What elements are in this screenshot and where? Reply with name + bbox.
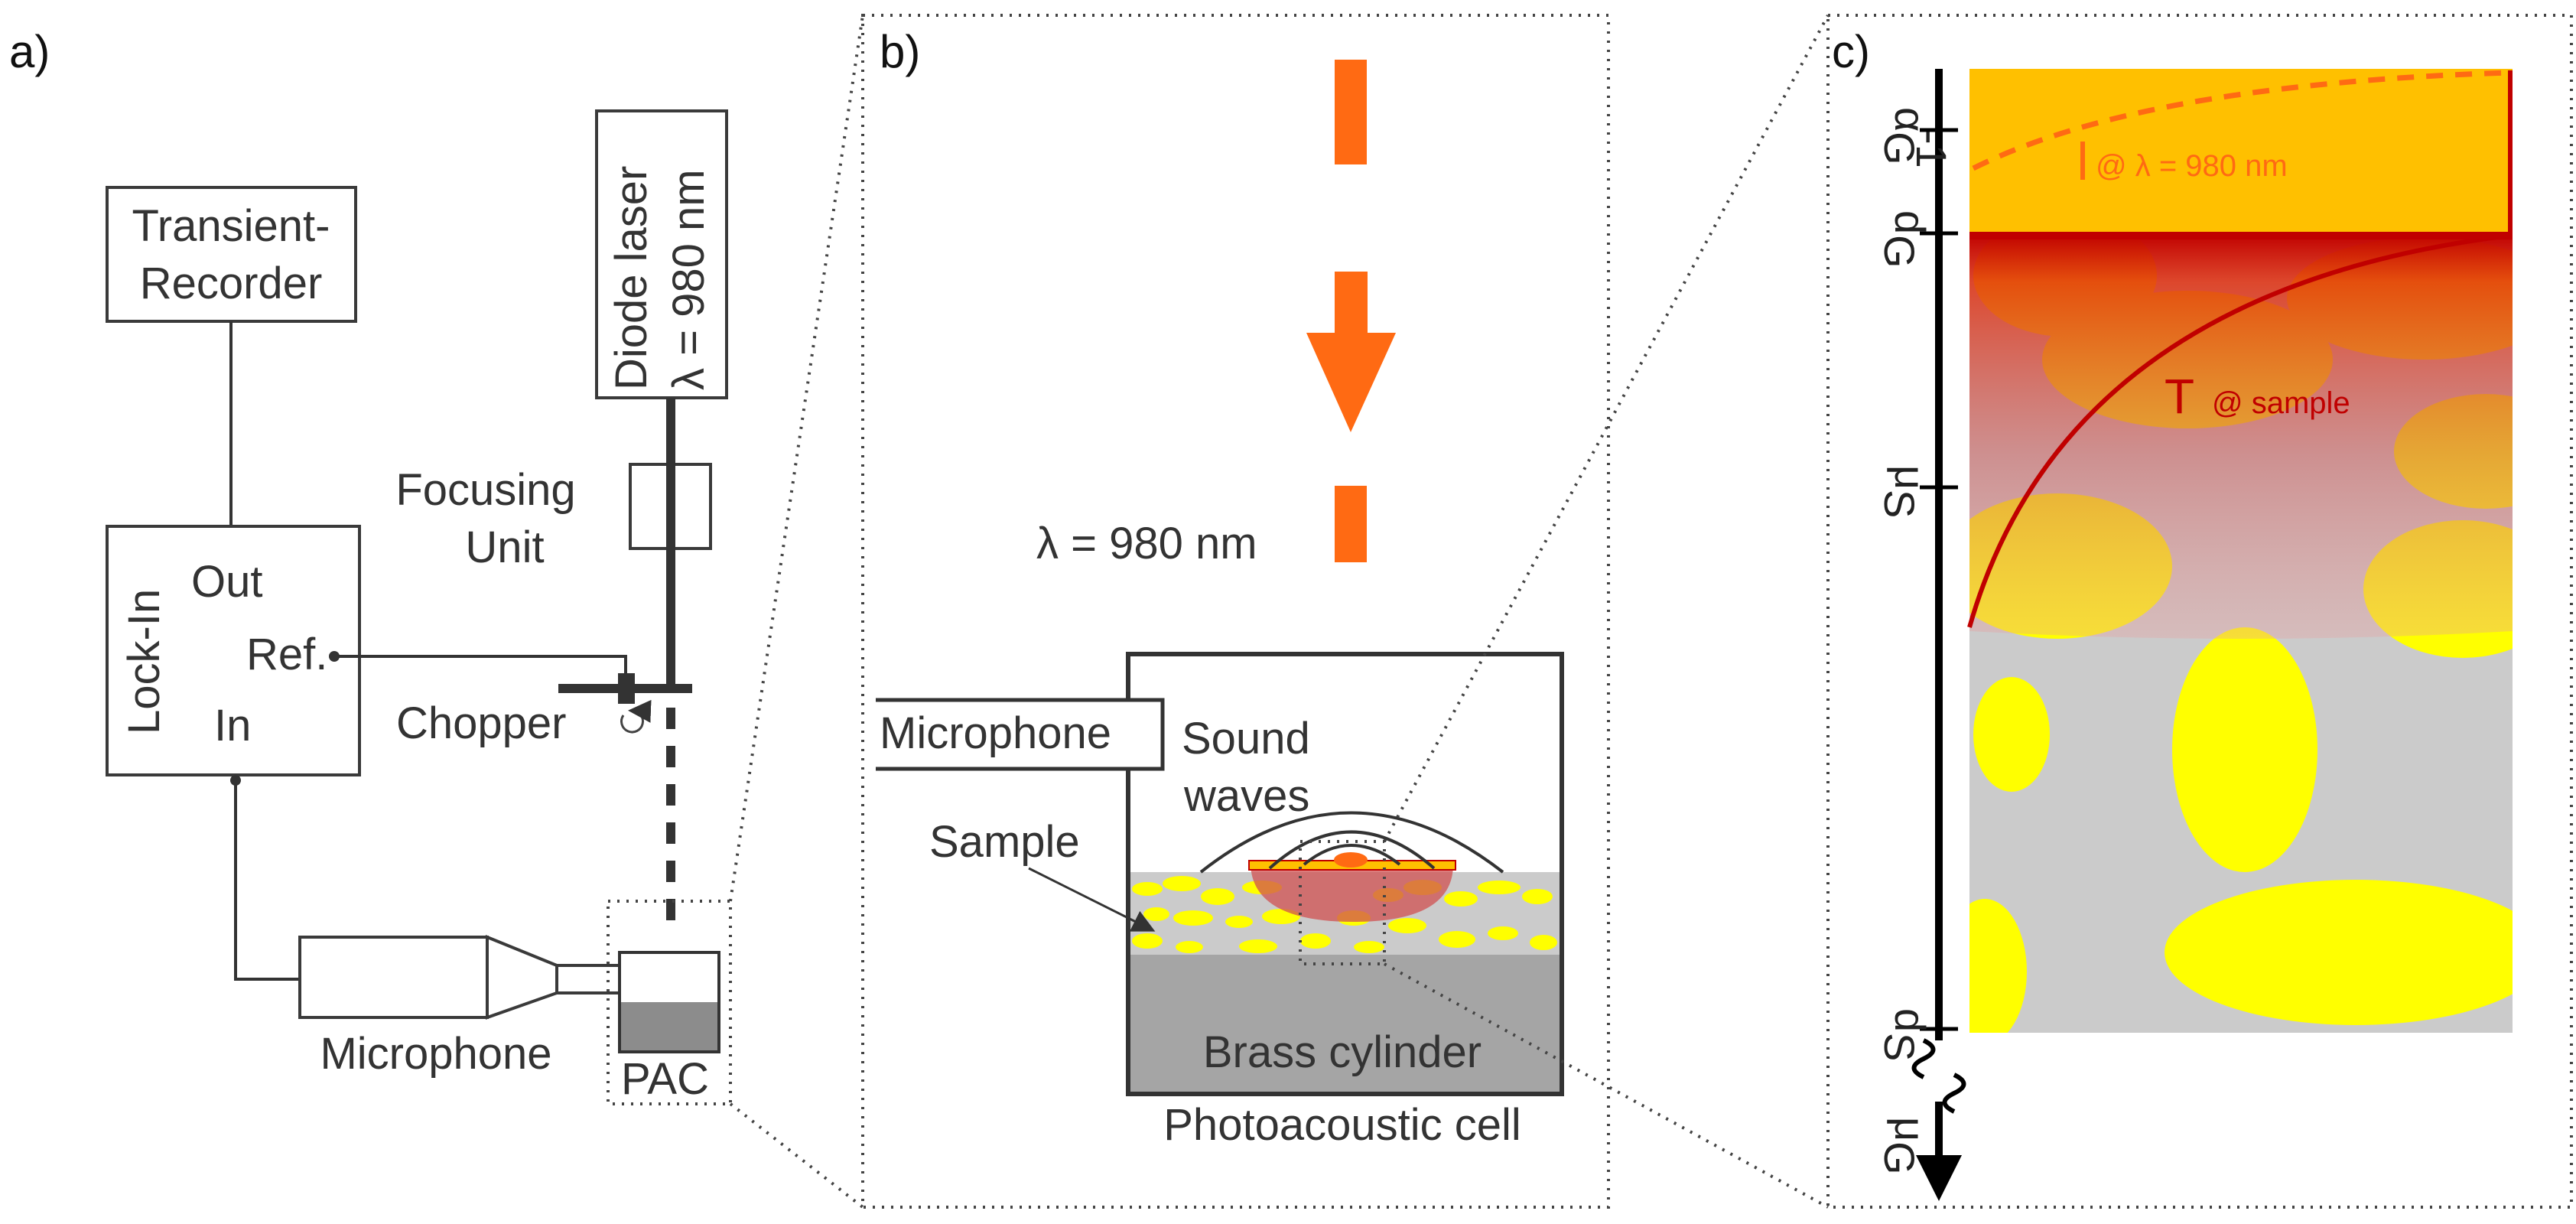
lockin-out-label: Out <box>191 557 263 607</box>
laser-arrow <box>1306 272 1396 432</box>
depth-axis-arrow <box>1916 1155 1962 1201</box>
heat-zone <box>1969 233 2513 639</box>
svg-text:S: S <box>1875 1033 1924 1061</box>
brass-label: Brass cylinder <box>1203 1027 1482 1077</box>
svg-text:G: G <box>1875 235 1924 269</box>
lockin-label: Lock-In <box>119 589 169 734</box>
temp-sub-label: @ sample <box>2212 386 2350 420</box>
sample-label: Sample <box>929 817 1080 867</box>
svg-text:μ: μ <box>1886 465 1934 490</box>
svg-text:-1: -1 <box>1908 130 1956 168</box>
laser-label-1: Diode laser <box>607 166 656 390</box>
zoom-line-a-bottom <box>729 1102 864 1209</box>
laser-dash-2 <box>1335 486 1367 562</box>
absorption-spot <box>1334 852 1368 868</box>
focusing-label-2: Unit <box>465 522 544 572</box>
sound-wave-3 <box>1199 811 1504 874</box>
intensity-sub-label: @ λ = 980 nm <box>2096 149 2288 183</box>
transient-recorder-label-1: Transient- <box>132 201 330 251</box>
svg-text:d: d <box>1886 1008 1934 1032</box>
brass-cylinder <box>1130 955 1560 1092</box>
svg-text:G: G <box>1875 132 1924 165</box>
axis-label-muS: μ S <box>1875 465 1934 518</box>
wavelength-label: λ = 980 nm <box>1036 519 1257 568</box>
heated-zone <box>1251 866 1453 922</box>
transient-recorder-box <box>106 186 357 323</box>
panel-b: b) λ = 980 nm <box>861 14 1610 1209</box>
sound-wave-1 <box>1303 844 1401 866</box>
glass-layer <box>1969 69 2513 233</box>
microphone-body <box>298 936 489 1019</box>
pac-brass <box>621 1002 717 1050</box>
svg-text:G: G <box>1875 1141 1924 1175</box>
axis-label-alpha: α -1 G <box>1875 107 1956 168</box>
chopper-sensor <box>618 673 635 704</box>
lockin-ref-label: Ref. <box>246 630 327 679</box>
axis-label-muG: μ G <box>1875 1117 1934 1175</box>
axis-label-dS: d S <box>1875 1008 1934 1061</box>
axis-break-2 <box>1942 1073 1966 1114</box>
intensity-curve <box>1972 70 2509 171</box>
zoom-line-b-top <box>1383 15 1830 842</box>
laser-dash-1 <box>1335 60 1367 164</box>
svg-text:μ: μ <box>1886 1117 1934 1141</box>
microphone-label-b: Microphone <box>880 708 1111 758</box>
chopper-rotation-icon <box>620 699 652 734</box>
zoom-line-a-top <box>729 15 864 902</box>
microphone-label: Microphone <box>320 1029 551 1079</box>
sound-label-1: Sound <box>1182 714 1310 763</box>
sample-zoom-frame <box>1299 840 1386 965</box>
sound-wave-2 <box>1268 830 1436 870</box>
diode-laser-box <box>595 109 728 399</box>
svg-text:α: α <box>1886 107 1934 132</box>
panel-c: c) @ λ = 980 nm T @ sample <box>1826 14 2573 1209</box>
svg-text:d: d <box>1886 210 1934 234</box>
focusing-label-1: Focusing <box>395 465 575 515</box>
pac-zoom-frame <box>607 900 732 1105</box>
transient-recorder-label-2: Recorder <box>140 259 323 308</box>
axis-label-dG: d G <box>1875 210 1934 269</box>
panel-b-label: b) <box>880 26 920 77</box>
panel-c-label: c) <box>1832 26 1870 77</box>
in-wire <box>234 780 300 981</box>
temp-symbol: T <box>2165 369 2194 424</box>
microphone-cone <box>486 935 558 1020</box>
microphone-port <box>876 698 1165 771</box>
chopper-label: Chopper <box>396 698 566 748</box>
ref-wire <box>334 655 627 688</box>
zoom-line-b-bottom <box>1384 962 1829 1209</box>
lockin-box <box>106 525 361 776</box>
panel-b-frame <box>861 14 1610 1209</box>
temperature-curve <box>1967 233 2509 628</box>
pac-label: PAC <box>621 1054 709 1104</box>
lockin-in-label: In <box>214 701 251 750</box>
laser-label-2: λ = 980 nm <box>664 169 714 390</box>
sample-arrow <box>1028 867 1156 932</box>
panel-a: a) Transient- Recorder Lock-In Out Ref. … <box>9 26 732 1105</box>
svg-text:S: S <box>1875 490 1924 518</box>
axis-break-1 <box>1911 1038 1936 1079</box>
sound-label-2: waves <box>1183 771 1309 821</box>
panel-a-label: a) <box>9 26 50 77</box>
cell-label: Photoacoustic cell <box>1163 1100 1521 1150</box>
